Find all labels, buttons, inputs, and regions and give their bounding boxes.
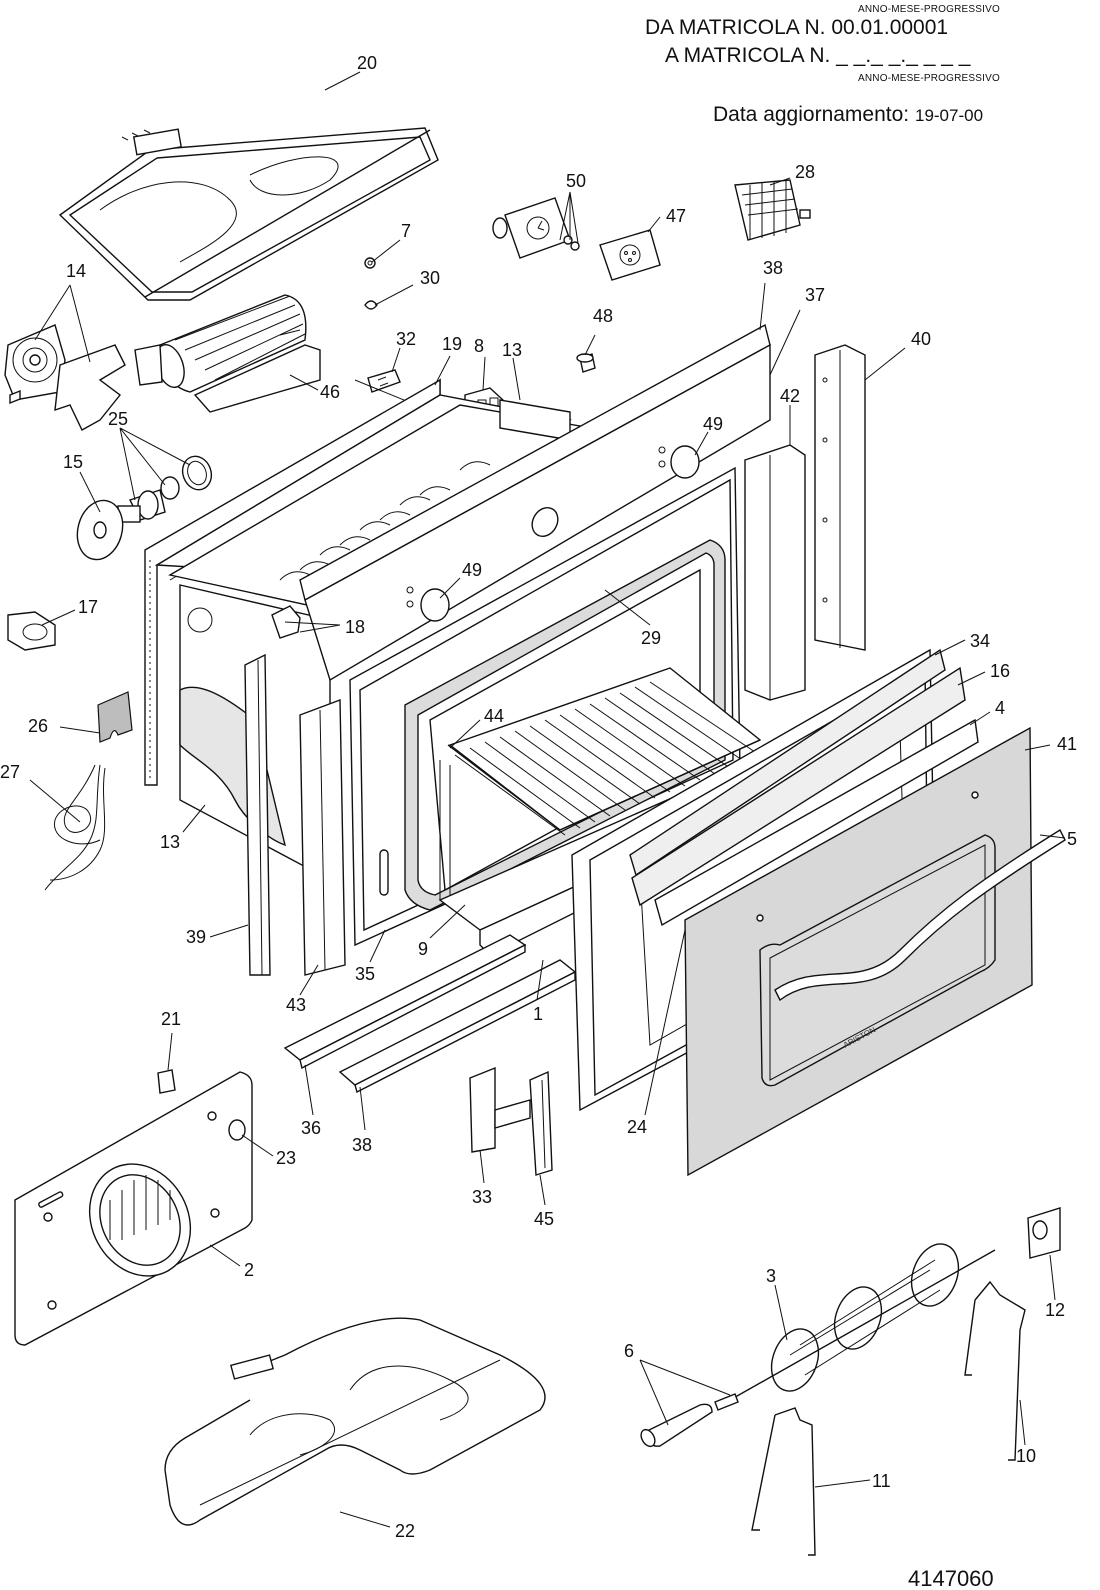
part-label: 8: [474, 336, 484, 356]
part-46-tangential-fan: [134, 294, 321, 413]
serial-format-caption-top: ANNO-MESE-PROGRESSIVO: [858, 4, 1000, 15]
part-label: 6: [624, 1341, 634, 1361]
from-serial-number: DA MATRICOLA N. 00.01.00001: [645, 16, 949, 39]
part-label: 20: [357, 53, 377, 73]
part-label: 34: [970, 631, 990, 651]
part-number-labels: 20 50 28 47 7 30 14 38 37 48 40 32 19 8 …: [0, 53, 1077, 1590]
part-label: 19: [442, 334, 462, 354]
part-label: 39: [186, 927, 206, 947]
part-label: 44: [484, 706, 504, 726]
part-label: 3: [766, 1266, 776, 1286]
part-14-fan-motor: [4, 324, 126, 431]
part-label: 49: [462, 560, 482, 580]
part-15-gasket-ring: [76, 499, 124, 561]
part-43-profile: [299, 698, 346, 976]
part-17-thermal-fuse: [7, 611, 56, 651]
part-36-bottom-rail: [283, 934, 527, 1070]
part-label: 23: [276, 1148, 296, 1168]
part-label: 35: [355, 964, 375, 984]
part-28-terminal-block: [734, 179, 811, 241]
part-33-hinge: [469, 1066, 531, 1153]
update-date-value: 19-07-00: [914, 106, 984, 125]
part-label: 26: [28, 716, 48, 736]
part-label: 28: [795, 162, 815, 182]
part-label: 50: [566, 171, 586, 191]
part-3-rotisserie-fork: [729, 1243, 996, 1401]
part-50-timer: [492, 197, 580, 259]
part-label: 48: [593, 306, 613, 326]
to-serial-number: A MATRICOLA N. _ _._ _._ _ _ _: [665, 44, 971, 67]
serial-format-caption-bottom: ANNO-MESE-PROGRESSIVO: [858, 73, 1000, 84]
part-2-rear-panel: [14, 1071, 253, 1346]
part-label: 42: [780, 386, 800, 406]
part-label: 40: [911, 329, 931, 349]
part-47-socket-plate: [599, 229, 661, 281]
drawing-code: 4147060: [908, 1566, 994, 1590]
part-40-side-rail: [814, 344, 866, 651]
part-label: 5: [1067, 829, 1077, 849]
part-45-hinge: [529, 1070, 553, 1176]
part-label: 13: [160, 832, 180, 852]
part-label: 7: [401, 221, 411, 241]
part-27-wiring: [44, 764, 106, 891]
part-11-spit-support: [751, 1407, 816, 1556]
part-label: 9: [418, 939, 428, 959]
part-label: 29: [641, 628, 661, 648]
part-label: 12: [1045, 1300, 1065, 1320]
part-label: 45: [534, 1209, 554, 1229]
part-label: 27: [0, 762, 20, 782]
part-label: 47: [666, 206, 686, 226]
part-30-clip: [364, 300, 378, 310]
part-10-spit-support: [964, 1280, 1026, 1461]
part-label: 16: [990, 661, 1010, 681]
part-label: 38: [352, 1135, 372, 1155]
part-38-bottom-rail: [338, 959, 577, 1094]
part-26-bracket: [97, 691, 133, 743]
part-label: 49: [703, 414, 723, 434]
part-7-screw: [364, 257, 376, 269]
part-label: 43: [286, 995, 306, 1015]
part-label: 37: [805, 285, 825, 305]
part-39-profile: [244, 653, 271, 976]
door-assembly: [571, 648, 1066, 1177]
part-32-switch-clip: [367, 369, 401, 393]
part-label: 10: [1016, 1446, 1036, 1466]
part-label: 14: [66, 261, 86, 281]
part-label: 38: [763, 258, 783, 278]
part-label: 1: [533, 1004, 543, 1024]
part-48-screw: [576, 353, 596, 373]
part-label: 11: [872, 1471, 891, 1491]
part-label: 41: [1057, 734, 1077, 754]
part-21-spacer: [157, 1069, 176, 1094]
part-20-grill-element: [58, 127, 439, 301]
part-label: 18: [345, 617, 365, 637]
part-label: 36: [301, 1118, 321, 1138]
part-label: 46: [320, 382, 340, 402]
part-12-motor-bracket: [1027, 1207, 1061, 1259]
part-label: 2: [244, 1260, 254, 1280]
part-42-side-panel: [744, 444, 806, 701]
part-label: 17: [78, 597, 98, 617]
part-label: 4: [995, 698, 1005, 718]
part-label: 21: [161, 1009, 181, 1029]
part-label: 30: [420, 268, 440, 288]
part-6-spit-handle: [640, 1393, 739, 1448]
part-label: 15: [63, 452, 83, 472]
part-label: 22: [395, 1521, 415, 1541]
part-label: 33: [472, 1187, 492, 1207]
leader-lines: [29, 71, 1066, 1528]
part-label: 25: [108, 409, 128, 429]
part-label: 24: [627, 1117, 647, 1137]
part-label: 32: [396, 329, 416, 349]
update-date: Data aggiornamento: 19-07-00: [713, 103, 983, 127]
part-22-bottom-element: [164, 1317, 546, 1526]
part-label: 13: [502, 340, 522, 360]
update-date-label: Data aggiornamento:: [713, 103, 910, 126]
